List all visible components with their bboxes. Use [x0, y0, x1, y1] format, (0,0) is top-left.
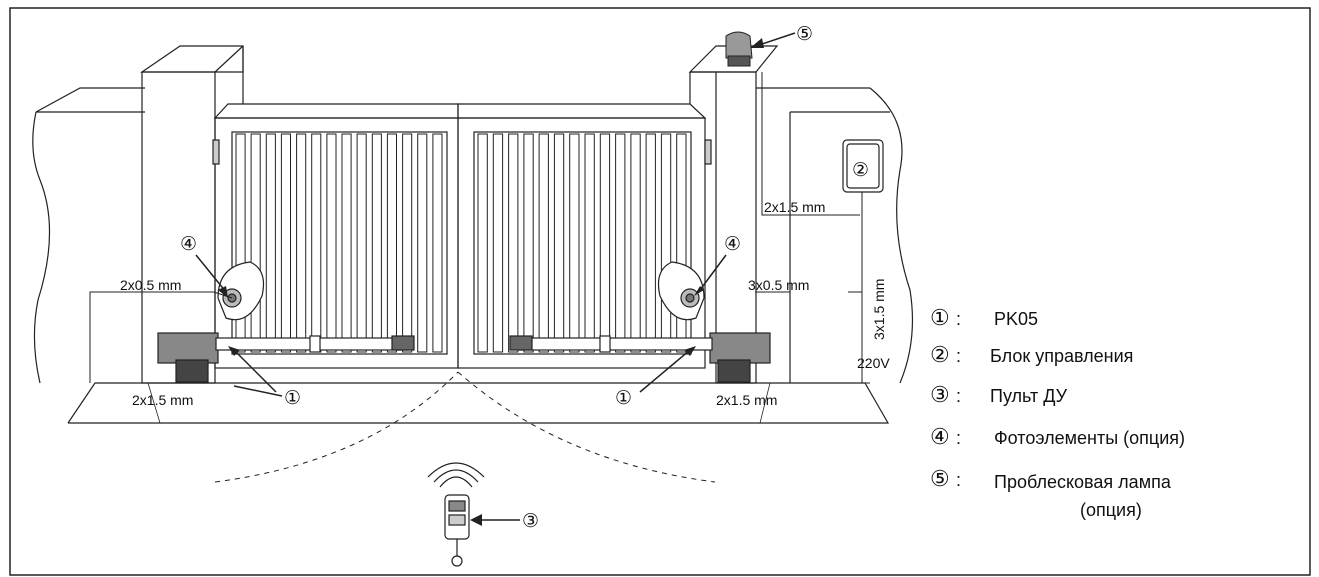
gate-bars: [235, 133, 687, 353]
right-photocell: [657, 261, 705, 321]
measure-left-bottom: 2x1.5 mm: [132, 392, 193, 408]
gate-bar: [599, 133, 611, 353]
right-wall: [756, 87, 914, 384]
legend-text-1: PK05: [994, 309, 1038, 329]
measure-left-top: 2x0.5 mm: [120, 277, 181, 293]
measure-right-vertical: 3x1.5 mm: [871, 279, 887, 340]
gate-bar: [235, 133, 246, 353]
callout-control-unit: ②: [852, 160, 869, 181]
voltage-label: 220V: [857, 355, 890, 371]
legend-text-5: Проблесковая лампа: [994, 472, 1172, 492]
legend-num-5: ⑤: [930, 466, 950, 491]
left-operator: [157, 332, 415, 383]
legend-num-2: ②: [930, 342, 950, 367]
legend-text-5-cont: (опция): [1080, 500, 1142, 520]
wiring: [89, 72, 870, 384]
legend: ① : PK05 ② : Блок управления ③ : Пульт Д…: [930, 305, 1185, 520]
gate-bar: [417, 133, 428, 353]
gate-bar: [492, 133, 504, 353]
gate-bar: [584, 133, 595, 353]
callout-photocell-right: ④: [724, 234, 741, 255]
legend-sep-4: :: [956, 428, 961, 448]
legend-text-4: Фотоэлементы (опция): [994, 428, 1185, 448]
gate-bar: [432, 133, 443, 353]
gate-bar: [280, 133, 291, 353]
legend-text-2: Блок управления: [990, 346, 1133, 366]
measure-right-mid: 3x0.5 mm: [748, 277, 809, 293]
gate-bar: [265, 133, 276, 353]
gate-bar: [615, 133, 626, 353]
gate-bar: [386, 133, 397, 353]
legend-sep-1: :: [956, 309, 961, 329]
measure-right-cable-top: 2x1.5 mm: [764, 199, 825, 215]
legend-sep-2: :: [956, 346, 961, 366]
gate-bar: [553, 133, 565, 353]
callout-arrowheads: [218, 38, 764, 526]
gate-bar: [402, 133, 413, 353]
control-unit-icon: [842, 139, 884, 193]
gate-bar: [371, 133, 382, 353]
callout-motor-left: ①: [284, 388, 301, 409]
gate-bar: [341, 133, 352, 353]
callout-lamp: ⑤: [796, 24, 813, 45]
remote-control-icon: [427, 462, 485, 567]
right-operator: [509, 332, 771, 383]
right-gate-leaf: [457, 103, 712, 369]
gate-bar: [250, 133, 261, 353]
callout-photocell-left: ④: [180, 234, 197, 255]
gate-bar: [477, 133, 488, 353]
legend-num-1: ①: [930, 305, 950, 330]
gate-bar: [326, 133, 337, 353]
right-pillar: [688, 45, 779, 384]
gate-bar: [569, 133, 580, 353]
gate-bar: [508, 133, 519, 353]
diagram-frame: [9, 7, 1311, 576]
legend-text-3: Пульт ДУ: [990, 386, 1068, 406]
gate-bar: [676, 133, 687, 353]
callout-remote: ③: [522, 511, 539, 532]
left-wall: [32, 87, 145, 384]
measure-right-bottom: 2x1.5 mm: [716, 392, 777, 408]
legend-num-3: ③: [930, 382, 950, 407]
legend-num-4: ④: [930, 424, 950, 449]
callout-motor-right: ①: [615, 388, 632, 409]
gate-bar: [645, 133, 656, 353]
gate-bar: [296, 133, 307, 353]
callout-arrows: [195, 32, 796, 521]
gate-bar: [523, 133, 534, 353]
gate-bar: [356, 133, 367, 353]
legend-sep-5: :: [956, 470, 961, 490]
opening-arcs: [214, 371, 716, 483]
gate-bar: [630, 133, 641, 353]
gate-bar: [311, 133, 322, 353]
gate-bar: [660, 133, 672, 353]
legend-sep-3: :: [956, 386, 961, 406]
gate-bar: [538, 133, 549, 353]
flashing-lamp-icon: [725, 31, 753, 67]
